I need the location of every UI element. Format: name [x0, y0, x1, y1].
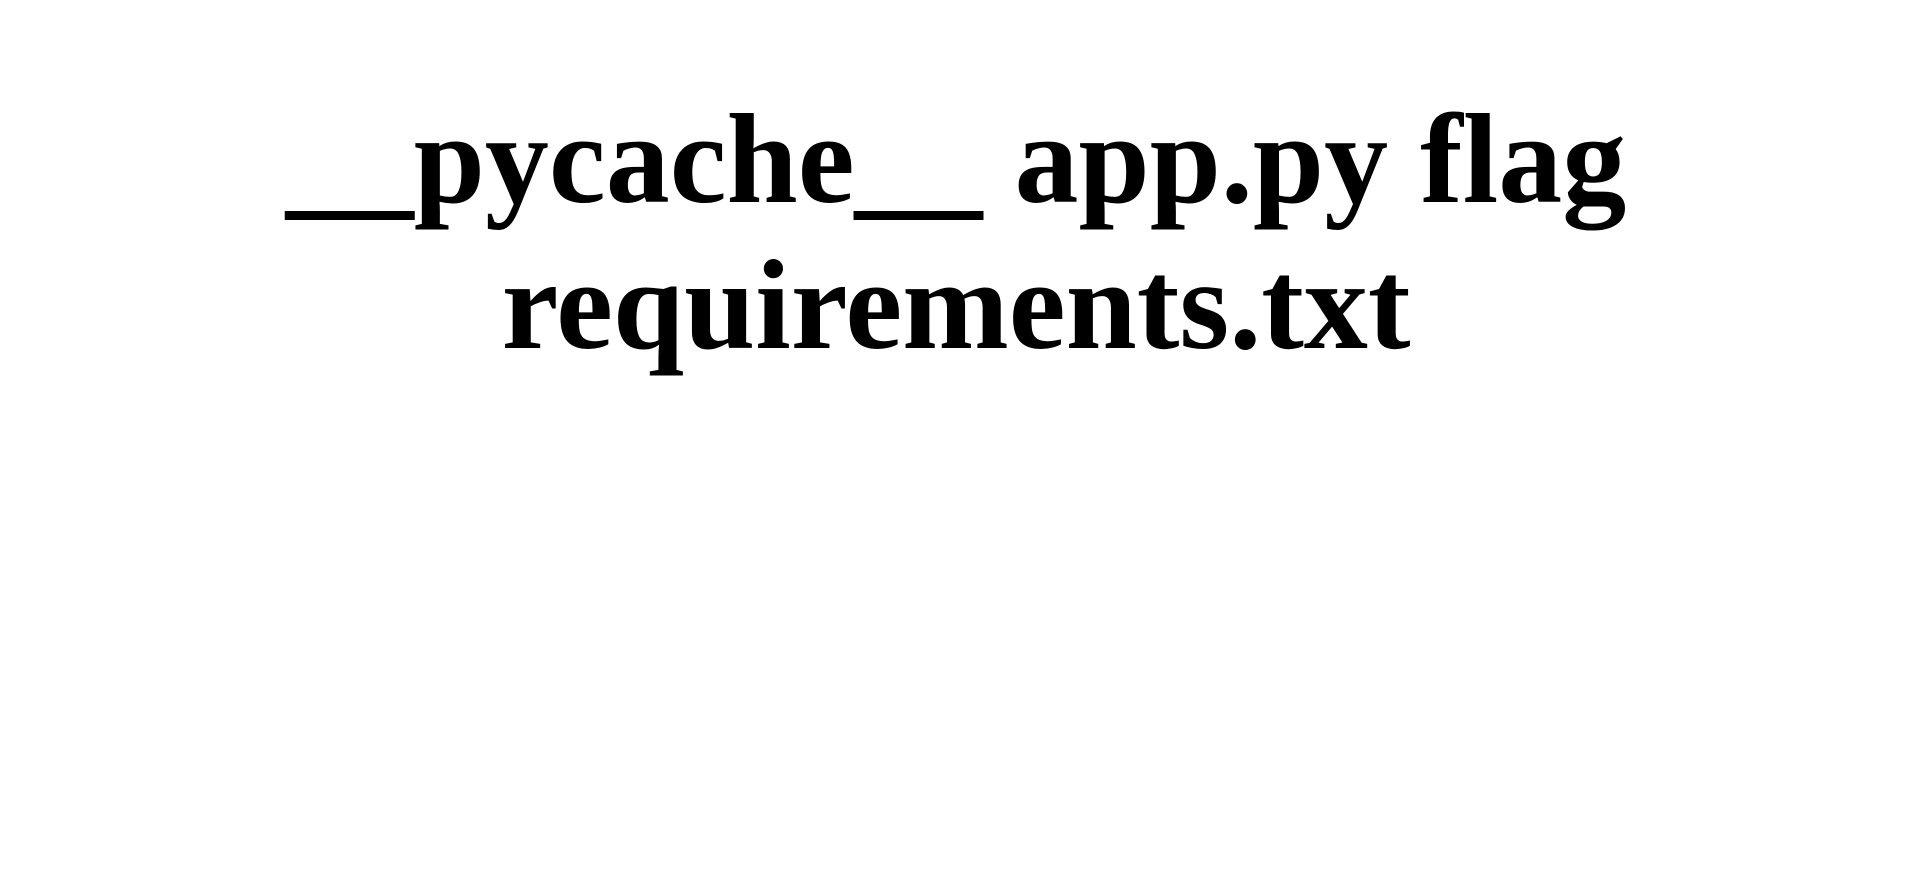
file-name-requirements-txt: requirements.txt: [501, 234, 1411, 376]
file-name-flag: flag: [1420, 88, 1627, 230]
file-listing-heading: __pycache__ app.py flag requirements.txt: [0, 86, 1912, 378]
file-name-pycache: __pycache__: [285, 88, 983, 230]
file-name-app-py: app.py: [1014, 88, 1389, 230]
